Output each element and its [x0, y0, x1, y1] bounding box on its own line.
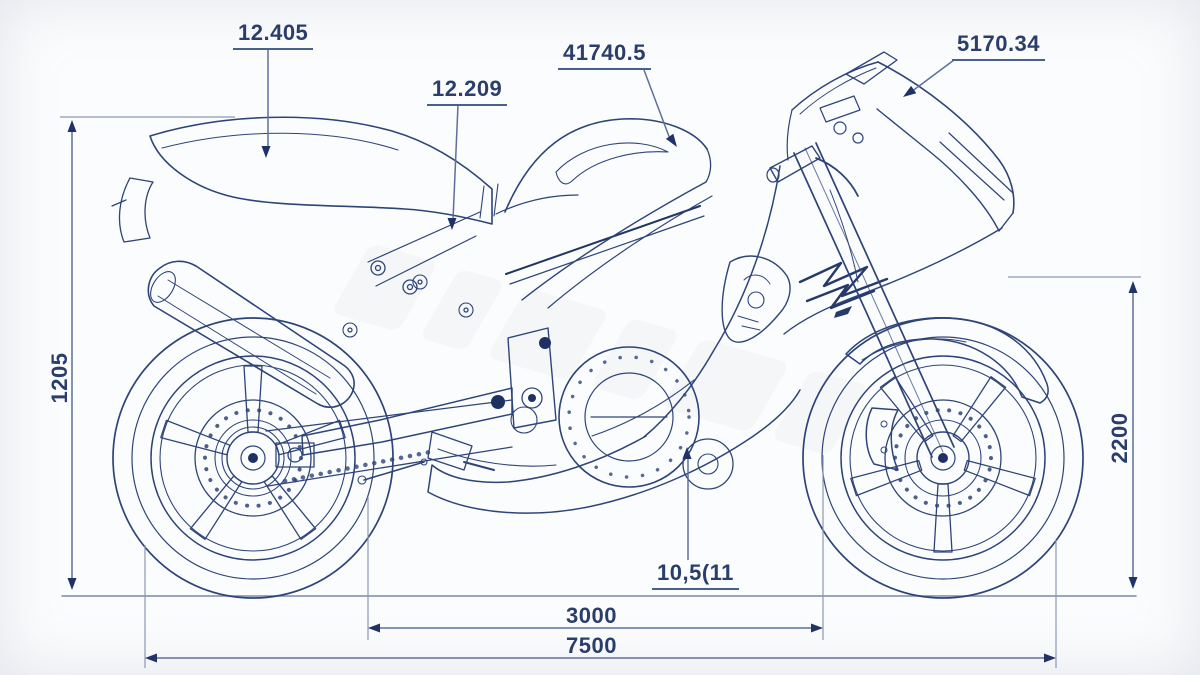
rear-sprocket	[221, 426, 285, 490]
fairing-vent	[721, 255, 791, 343]
dim-label-height-left: 1205	[47, 352, 72, 404]
mirror	[845, 51, 898, 85]
dimension-arrows	[67, 85, 1138, 663]
tail-section	[111, 116, 499, 243]
rear-brake-disc	[194, 399, 312, 517]
footpeg-linkage	[357, 431, 495, 485]
front-axle	[938, 453, 948, 463]
swingarm-and-chain	[265, 387, 513, 487]
dim-label-tail: 12.405	[233, 20, 314, 50]
leader-windscreen	[910, 59, 955, 93]
front-fork	[793, 142, 955, 458]
dim-label-seat: 12.209	[427, 76, 508, 106]
handlebar	[766, 145, 859, 283]
front-fender	[845, 317, 1049, 404]
dim-label-wheelbase: 3000	[566, 603, 617, 628]
dim-label-tank: 41740.5	[558, 40, 652, 70]
extension-lines	[60, 116, 1141, 668]
subframe	[367, 205, 705, 295]
dim-label-engine: 10,5(11	[652, 560, 739, 590]
rear-axle	[248, 453, 258, 463]
windscreen	[791, 61, 879, 111]
leader-tank	[643, 69, 671, 140]
swingarm	[301, 387, 513, 456]
rear-mudguard	[118, 177, 154, 243]
front-wheel	[802, 317, 1084, 599]
exhaust-muffler	[147, 260, 355, 409]
side-fairing	[643, 165, 1003, 438]
front-cowl	[786, 51, 1015, 232]
dim-label-height-right: 2200	[1107, 412, 1132, 464]
seat	[495, 194, 579, 215]
engine	[342, 274, 734, 490]
frame	[507, 181, 713, 434]
leader-seat	[452, 104, 459, 221]
belly-pan	[427, 379, 801, 514]
brake-lever	[815, 157, 859, 197]
dimension-lines	[71, 50, 1134, 659]
dim-label-windscreen: 5170.34	[952, 31, 1046, 61]
brake-caliper	[865, 407, 899, 471]
front-brake-disc	[884, 399, 1002, 517]
fuel-tank	[495, 118, 712, 215]
clutch-cover	[558, 346, 700, 488]
chain-adjuster	[275, 442, 315, 468]
r-logo	[798, 261, 889, 318]
rear-wheel	[112, 317, 394, 599]
dim-label-overall-length: 7500	[566, 633, 617, 658]
headlight-slit	[939, 132, 1014, 201]
chain	[282, 449, 433, 484]
